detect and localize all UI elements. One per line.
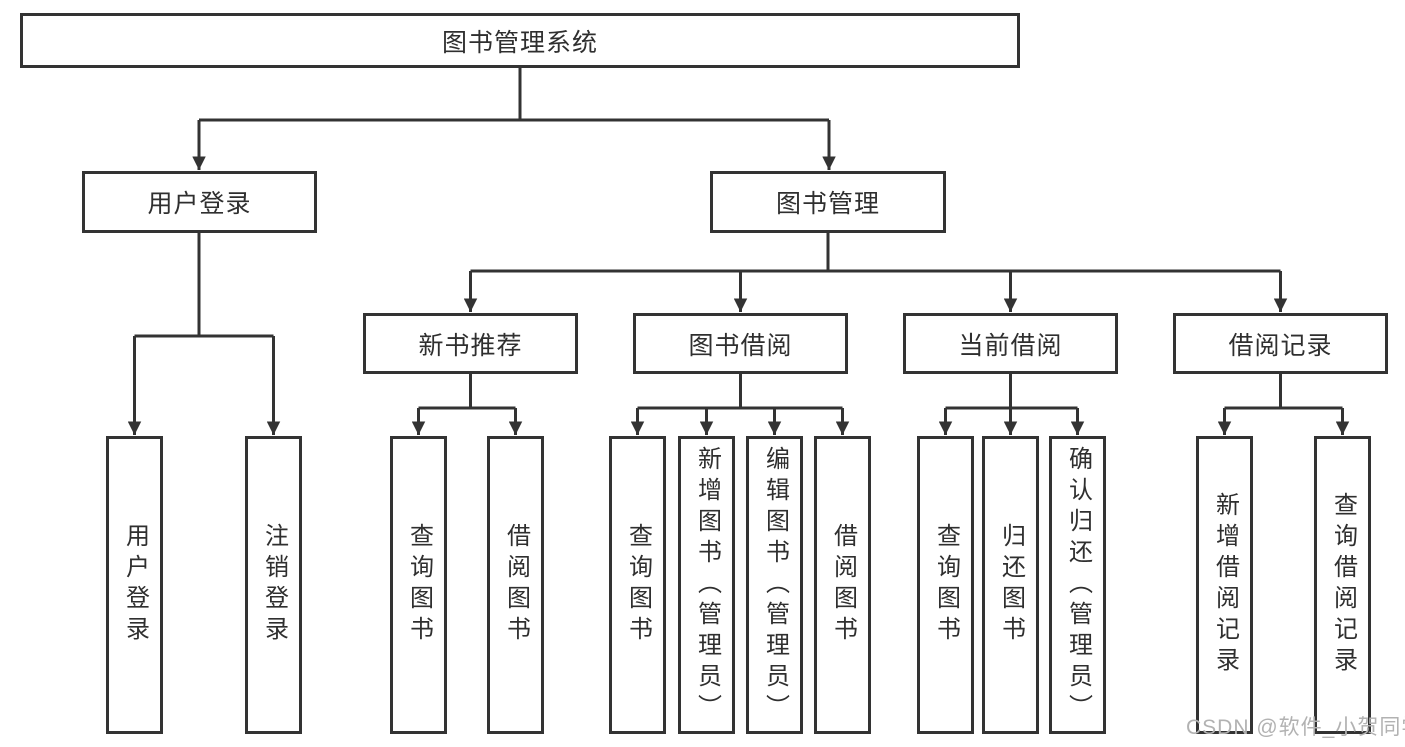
leaf-label: 查询图书 (932, 523, 960, 647)
connector-login (134, 233, 274, 338)
leaf-query-borrow-record: 查询借阅记录 (1314, 436, 1371, 734)
leaf-edit-books-admin: 编辑图书（管理员） (746, 436, 803, 734)
leaf-query-books-borrow: 查询图书 (609, 436, 666, 734)
leaf-add-books-admin: 新增图书（管理员） (678, 436, 735, 734)
node-book-borrowing: 图书借阅 (633, 313, 848, 374)
leaf-label: 归还图书 (997, 523, 1025, 647)
leaf-borrow-books: 借阅图书 (814, 436, 871, 734)
leaf-label: 用户登录 (121, 523, 149, 647)
leaf-label: 查询借阅记录 (1329, 492, 1357, 678)
node-borrow-records: 借阅记录 (1173, 313, 1388, 374)
leaf-label: 查询图书 (405, 523, 433, 647)
leaf-add-borrow-record: 新增借阅记录 (1196, 436, 1253, 734)
leaf-label: 查询图书 (624, 523, 652, 647)
connector-records (1224, 374, 1343, 410)
node-new-book-recommend: 新书推荐 (363, 313, 578, 374)
leaf-logout: 注销登录 (245, 436, 302, 734)
leaf-label: 借阅图书 (829, 523, 857, 647)
node-root-system: 图书管理系统 (20, 13, 1020, 68)
leaf-confirm-return-admin: 确认归还（管理员） (1049, 436, 1106, 734)
leaf-user-login: 用户登录 (106, 436, 163, 734)
leaf-label: 编辑图书（管理员） (761, 445, 789, 725)
connector-borrow (637, 374, 843, 410)
leaf-label: 新增借阅记录 (1211, 492, 1239, 678)
leaf-return-books: 归还图书 (982, 436, 1039, 734)
leaf-label: 确认归还（管理员） (1064, 445, 1092, 725)
connector-newbook (418, 374, 516, 410)
leaf-query-books-recommend: 查询图书 (390, 436, 447, 734)
leaf-query-books-current: 查询图书 (917, 436, 974, 734)
csdn-watermark: CSDN @软件_小贺同学 (1186, 716, 1405, 739)
leaf-label: 新增图书（管理员） (693, 445, 721, 725)
connector-current (945, 374, 1078, 410)
leaf-label: 注销登录 (260, 523, 288, 647)
connector-root (199, 68, 829, 122)
node-current-borrowing: 当前借阅 (903, 313, 1118, 374)
leaf-borrow-books-recommend: 借阅图书 (487, 436, 544, 734)
node-user-login: 用户登录 (82, 171, 317, 233)
connector-mgmt (470, 233, 1281, 273)
leaf-label: 借阅图书 (502, 523, 530, 647)
node-book-management: 图书管理 (710, 171, 946, 233)
